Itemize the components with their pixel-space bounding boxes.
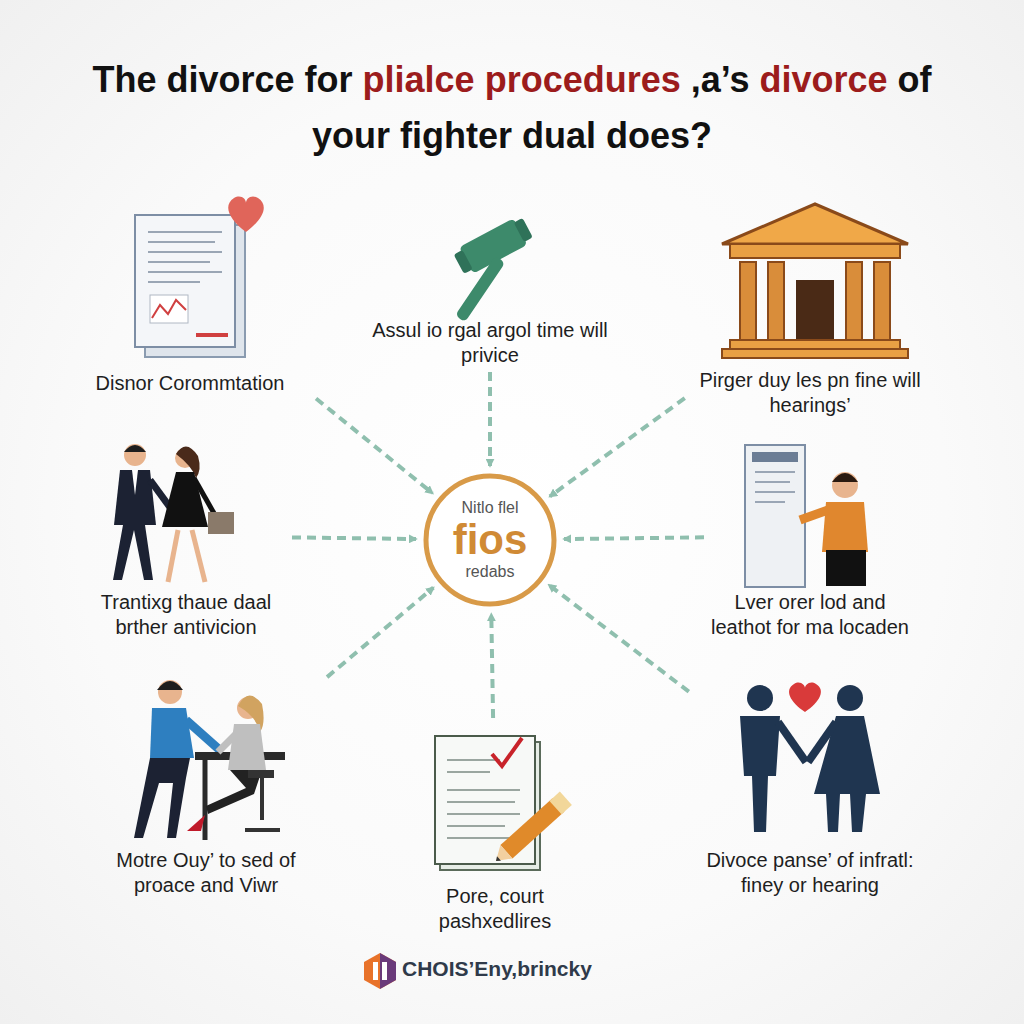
item-label: Disnor Corommtation (58, 371, 322, 396)
topic-item: Assul io rgal argol time will privice (364, 218, 616, 368)
item-label: Pirger duy les pn fine will hearings’ (688, 368, 932, 418)
dashed-arrow (550, 398, 685, 496)
dashed-arrow (564, 537, 704, 539)
topic-item: Pirger duy les pn fine will hearings’ (688, 196, 932, 418)
topic-item: Divoce panse’ of infratl: finey or heari… (692, 670, 928, 898)
couple-at-desk (134, 680, 285, 840)
item-label: Divoce panse’ of infratl: finey or heari… (692, 848, 928, 898)
dashed-arrow (488, 372, 492, 466)
hub-text: redabs (466, 562, 515, 582)
diagram-title: The divorce for plialce procedures ,a’s … (62, 52, 962, 164)
topic-item: Disnor Corommtation (58, 196, 322, 396)
hub-text: fios (453, 518, 528, 562)
couple-walking (113, 444, 234, 582)
dashed-arrow (316, 399, 433, 494)
topic-item: Lver orer lod and leathot for ma locaden (708, 432, 912, 640)
item-label: Pore, court pashxedlires (396, 884, 594, 934)
item-label: Lver orer lod and leathot for ma locaden (708, 590, 912, 640)
courthouse-icon (722, 204, 908, 358)
item-label: Trantixg thaue daal brther antivicion (84, 590, 288, 640)
hub-circle: Nitlo flelfiosredabs (422, 472, 558, 608)
topic-item: Pore, court pashxedlires (396, 722, 594, 934)
checklist-icon (435, 736, 572, 870)
topic-item: Motre Ouy’ to sed of proace and Viwr (88, 660, 324, 898)
topic-item: Trantixg thaue daal brther antivicion (84, 432, 288, 640)
logo-mark (364, 953, 396, 989)
item-label: Motre Ouy’ to sed of proace and Viwr (88, 848, 324, 898)
gavel-icon (428, 214, 553, 324)
dashed-arrow (549, 585, 689, 692)
dashed-arrow (292, 537, 416, 539)
dashed-arrow (491, 614, 493, 718)
dashed-arrow (327, 588, 433, 677)
hub-text: Nitlo flel (462, 498, 519, 518)
item-label: Assul io rgal argol time will privice (364, 318, 616, 368)
couple-holding-hands (740, 683, 880, 832)
document-icon (135, 197, 264, 357)
brand-logo-text: CHOIS’Eny,brincky (402, 957, 592, 981)
person-at-board (745, 445, 868, 587)
